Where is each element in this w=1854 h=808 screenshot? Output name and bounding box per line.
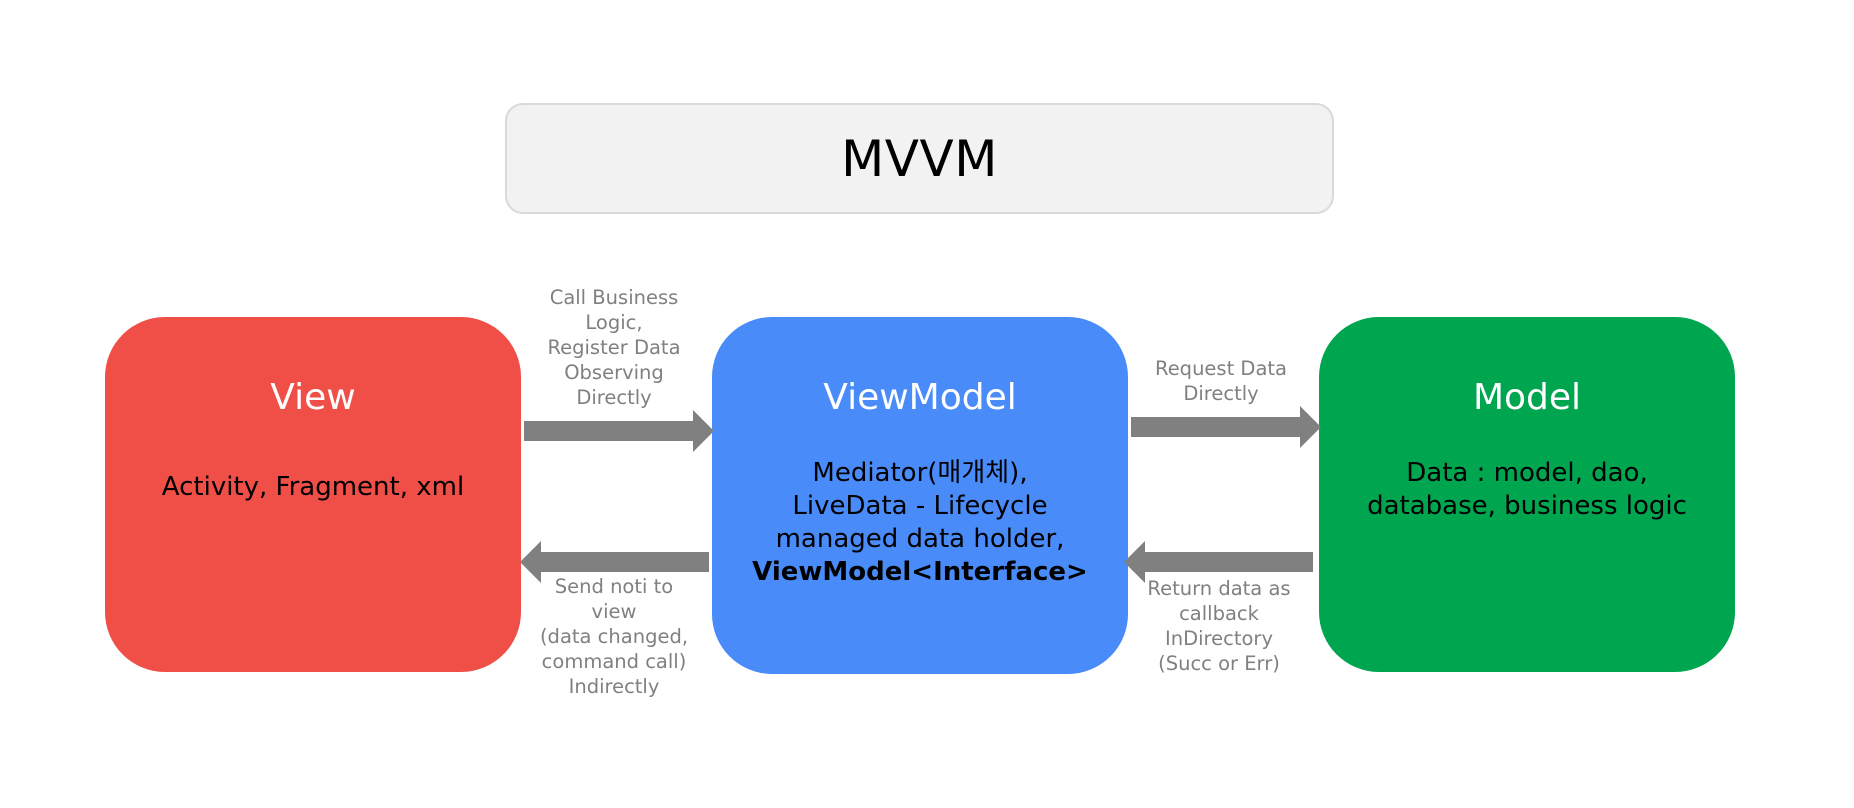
label-view-to-viewmodel: Call Business Logic, Register Data Obser… (524, 285, 704, 410)
label-line: (data changed, (539, 625, 689, 648)
view-box: View Activity, Fragment, xml (105, 317, 521, 672)
diagram-title: MVVM (841, 129, 998, 188)
viewmodel-description: Mediator(매개체), LiveData - Lifecycle mana… (712, 457, 1128, 589)
viewmodel-box: ViewModel Mediator(매개체), LiveData - Life… (712, 317, 1128, 674)
viewmodel-desc-bold: ViewModel<Interface> (752, 557, 1088, 587)
label-line: Directly (576, 386, 652, 409)
label-line: Logic, (585, 311, 643, 334)
label-line: Observing (564, 361, 664, 384)
label-line: callback (1179, 602, 1259, 625)
arrow-viewmodel-to-model (1131, 406, 1321, 448)
label-line: (Succ or Err) (1158, 652, 1280, 675)
arrow-view-to-viewmodel (524, 410, 714, 452)
label-line: Register Data (547, 336, 681, 359)
model-desc-line: database, business logic (1367, 491, 1687, 521)
label-line: Indirectly (568, 675, 660, 698)
model-description: Data : model, dao, database, business lo… (1319, 457, 1735, 523)
model-title: Model (1472, 377, 1582, 418)
model-desc-line: Data : model, dao, (1406, 458, 1648, 488)
label-line: Send noti to (554, 575, 674, 598)
arrow-model-to-viewmodel (1124, 541, 1313, 583)
label-viewmodel-to-model: Request Data Directly (1131, 356, 1311, 406)
label-line: Request Data (1155, 357, 1287, 380)
label-line: Return data as (1147, 577, 1291, 600)
label-line: Call Business (549, 286, 679, 309)
label-viewmodel-to-view: Send noti to view (data changed, command… (524, 574, 704, 699)
viewmodel-title: ViewModel (823, 377, 1017, 418)
label-line: InDirectory (1165, 627, 1273, 650)
view-description: Activity, Fragment, xml (161, 472, 465, 502)
viewmodel-desc-line: LiveData - Lifecycle (792, 491, 1048, 521)
view-title: View (270, 377, 356, 418)
label-line: command call) (541, 650, 687, 673)
label-line: Directly (1183, 382, 1259, 405)
model-box: Model Data : model, dao, database, busin… (1319, 317, 1735, 672)
viewmodel-desc-line: managed data holder, (775, 524, 1065, 554)
title-box: MVVM (505, 103, 1334, 214)
label-line: view (591, 600, 637, 623)
arrow-viewmodel-to-view (520, 541, 709, 583)
viewmodel-desc-line: Mediator(매개체), (812, 458, 1028, 488)
label-model-to-viewmodel: Return data as callback InDirectory (Suc… (1129, 576, 1309, 676)
